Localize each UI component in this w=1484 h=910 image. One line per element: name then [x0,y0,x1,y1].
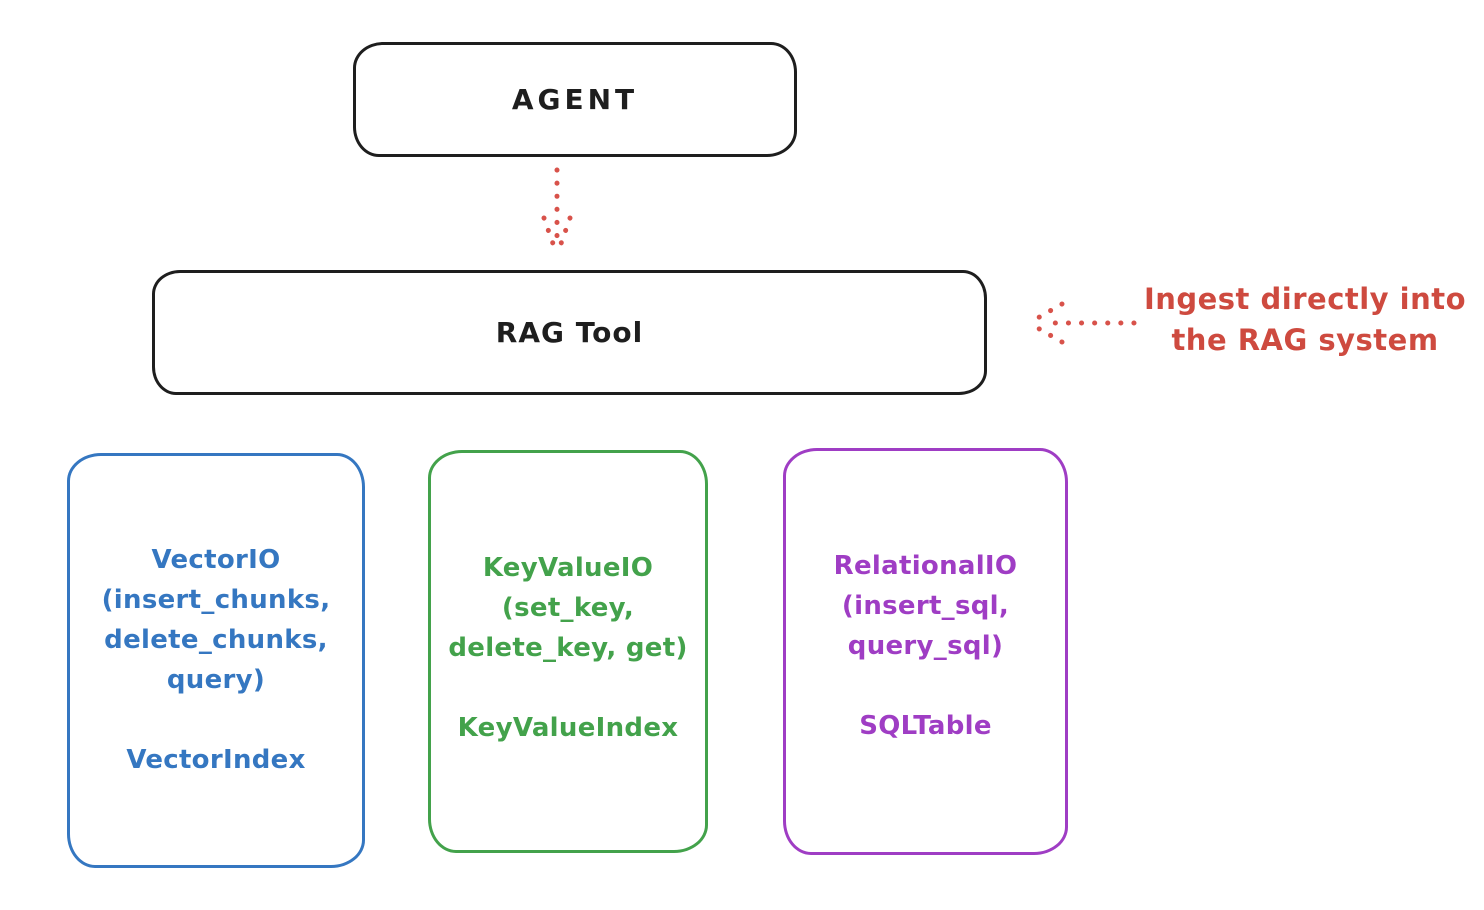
sql-table-label: SQLTable [859,711,992,741]
ingest-annotation: Ingest directly into the RAG system [1138,279,1472,361]
ingest-annotation-line1: Ingest directly into [1143,282,1467,316]
keyvalue-io-line: delete_key, get) [448,633,688,663]
relational-io-node: RelationalIO (insert_sql, query_sql) SQL… [783,448,1068,855]
agent-to-ragtool-arrow [541,167,573,258]
relational-io-line: query_sql) [847,631,1004,661]
keyvalue-io-line: KeyValueIO [482,553,654,583]
keyvalue-index-label: KeyValueIndex [457,713,679,743]
vector-io-node: VectorIO (insert_chunks, delete_chunks, … [67,453,365,868]
vector-io-line: VectorIO [151,545,281,575]
agent-label: AGENT [511,83,639,116]
vector-io-line: (insert_chunks, [101,585,331,615]
agent-node: AGENT [353,42,797,157]
vector-index-label: VectorIndex [126,745,306,775]
keyvalue-io-line: (set_key, [501,593,635,623]
vector-io-line: query) [166,665,266,695]
relational-io-line: (insert_sql, [841,591,1010,621]
relational-io-line: RelationalIO [833,551,1018,581]
keyvalue-io-node: KeyValueIO (set_key, delete_key, get) Ke… [428,450,708,853]
vector-io-line: delete_chunks, [104,625,328,655]
ingest-annotation-arrow [1026,301,1137,345]
rag-tool-label: RAG Tool [495,316,644,349]
ingest-annotation-line2: the RAG system [1171,323,1439,357]
rag-tool-node: RAG Tool [152,270,987,395]
